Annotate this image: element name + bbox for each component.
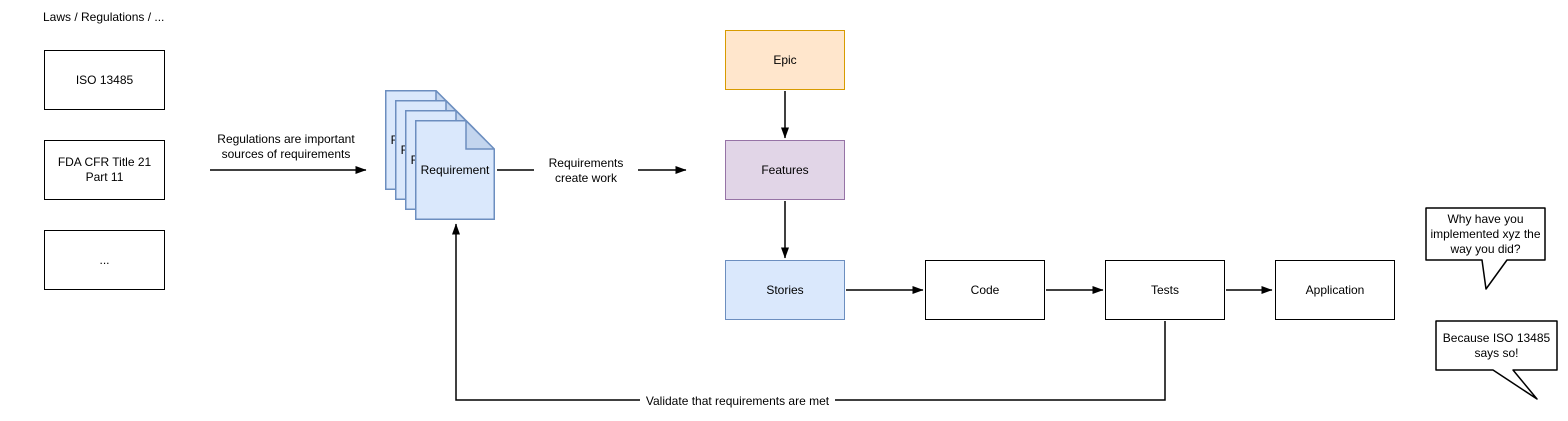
law-box-label: FDA CFR Title 21 Part 11 — [57, 155, 152, 184]
requirement-doc-sheet-front: Requirement — [415, 120, 495, 220]
requirement-doc-label: Requirement — [420, 163, 490, 177]
law-box-iso-13485: ISO 13485 — [44, 50, 165, 110]
node-application: Application — [1275, 260, 1395, 320]
law-box-ellipsis: ... — [44, 230, 165, 290]
law-box-label: ... — [99, 252, 110, 267]
node-code: Code — [925, 260, 1045, 320]
node-epic: Epic — [725, 30, 845, 90]
speech-bubble-question: Why have you implemented xyz the way you… — [1425, 207, 1546, 291]
node-label: Tests — [1150, 282, 1179, 297]
document-icon — [415, 120, 495, 220]
speech-bubble-answer: Because ISO 13485 says so! — [1435, 320, 1558, 401]
edge-label-sources: Regulations are important sources of req… — [196, 132, 376, 162]
edge-label-validate: Validate that requirements are met — [640, 394, 835, 409]
node-features: Features — [725, 140, 845, 200]
node-tests: Tests — [1105, 260, 1225, 320]
node-label: Application — [1305, 282, 1365, 297]
node-label: Stories — [766, 282, 804, 297]
speech-bubble-text: Because ISO 13485 says so! — [1442, 330, 1551, 360]
law-box-label: ISO 13485 — [75, 72, 134, 87]
node-label: Code — [970, 282, 1000, 297]
law-box-fda-cfr: FDA CFR Title 21 Part 11 — [44, 140, 165, 200]
speech-bubble-text: Why have you implemented xyz the way you… — [1430, 211, 1541, 256]
speech-bubble-icon — [1425, 207, 1546, 290]
node-label: Features — [761, 162, 809, 177]
node-stories: Stories — [725, 260, 845, 320]
edge-label-create-work: Requirements create work — [534, 156, 638, 186]
speech-bubble-icon — [1435, 320, 1558, 400]
laws-group-title: Laws / Regulations / ... — [43, 10, 165, 24]
node-label: Epic — [773, 52, 797, 67]
